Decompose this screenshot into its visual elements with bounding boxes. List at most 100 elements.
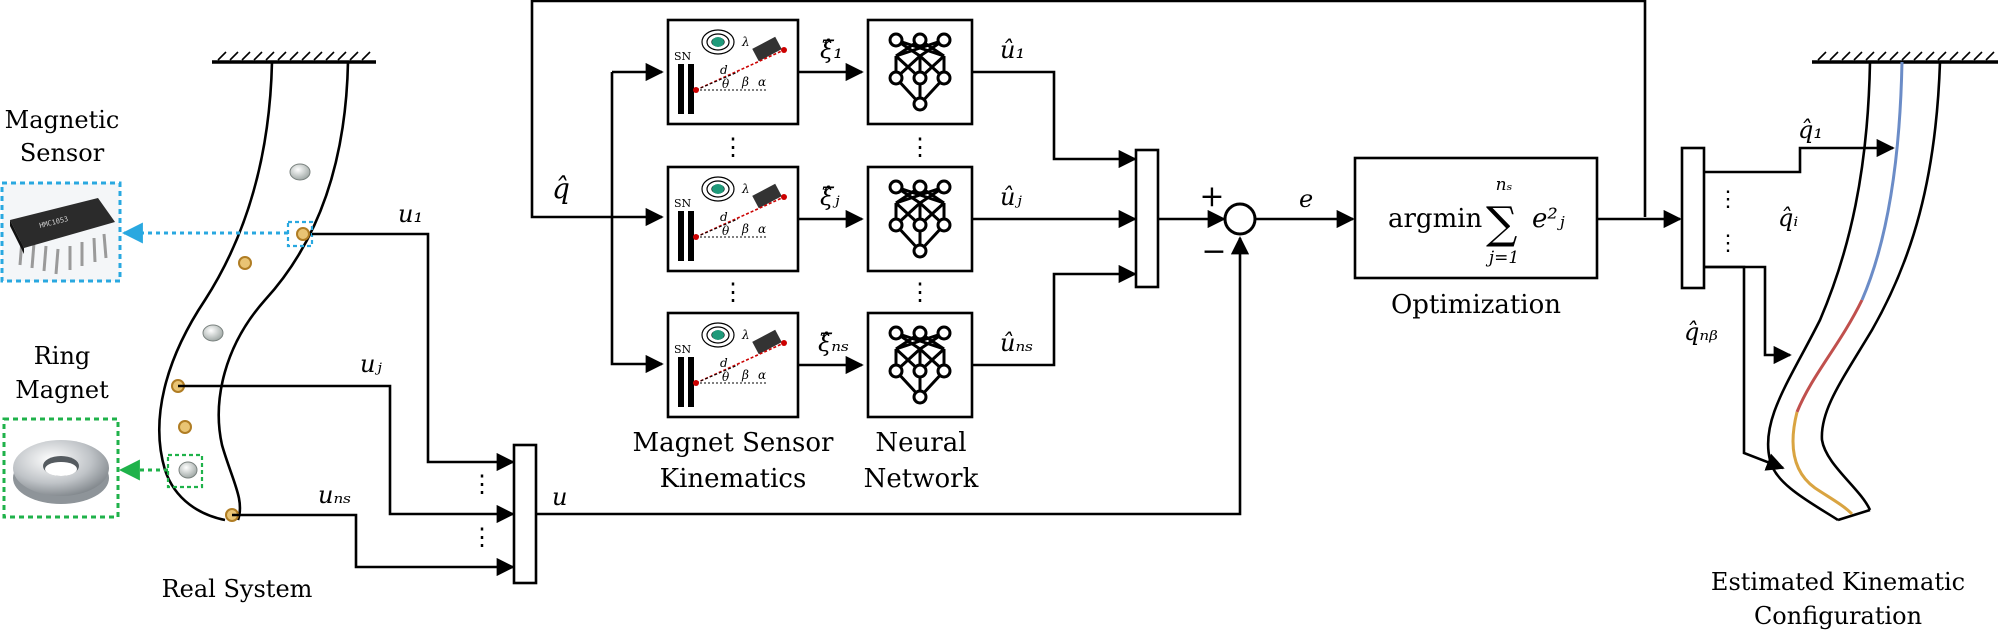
sum-upper-bound: nₛ [1496, 175, 1513, 195]
real-system: HMC1053 Magnetic Sensor Ring Magnet Real… [0, 51, 376, 603]
signal-e: e [1299, 185, 1313, 213]
svg-text:d: d [720, 63, 728, 77]
signal-uhatns: ûₙₛ [1000, 329, 1033, 357]
summing-junction [1223, 202, 1257, 236]
sum-symbol: ∑ [1486, 198, 1517, 249]
svg-text:α: α [758, 222, 766, 236]
svg-text:λ: λ [741, 35, 750, 49]
sensor-kinematics-blocks: SN d θ β α λ SN [633, 18, 835, 494]
magnetic-sensor-label-line2: Sensor [20, 139, 105, 167]
kinematics-label-line1: Magnet Sensor [633, 428, 835, 458]
dots-out-2: ⋮ [1717, 231, 1739, 256]
estimated-configuration-label-line1: Estimated Kinematic [1711, 568, 1965, 596]
dots-out-1: ⋮ [1717, 187, 1739, 212]
ceiling-mount-left [212, 51, 376, 64]
signal-q-hat: q̂ [552, 172, 570, 205]
dots-nn-2: ⋮ [908, 278, 932, 306]
svg-text:d: d [720, 356, 728, 370]
sum-plus: + [1199, 179, 1224, 214]
sensor-chip-icon [752, 329, 782, 355]
segment-3-curve [1791, 411, 1854, 516]
magnetic-sensor-label-line1: Magnetic [5, 106, 120, 134]
uhat-wires: û₁ ûⱼ ûₙₛ [972, 36, 1137, 367]
neural-network-block-1 [866, 18, 974, 126]
ring-magnet-label-line1: Ring [34, 342, 91, 370]
svg-text:α: α [758, 368, 766, 382]
estimated-configuration-label-line2: Configuration [1754, 602, 1922, 630]
signal-xij: ξ̂ⱼ [820, 183, 840, 211]
segment-2-curve [1795, 299, 1864, 413]
estimated-configuration: Estimated Kinematic Configuration [1711, 51, 1998, 630]
sensor-bead-icon [178, 461, 198, 479]
neural-network-icon [888, 325, 952, 405]
continuum-robot-left-edge [158, 61, 274, 522]
argmin-text: argmin [1388, 204, 1483, 234]
ring-magnet-icon [238, 256, 252, 270]
sum-term: e²ⱼ [1532, 204, 1565, 234]
signal-uhat1: û₁ [1000, 36, 1025, 64]
optimization-block: argmin ∑ nₛ j=1 e²ⱼ Optimization [1353, 156, 1599, 320]
ring-magnet-icon [296, 227, 310, 241]
svg-text:SN: SN [674, 197, 692, 210]
svg-text:β: β [741, 75, 749, 89]
ceiling-mount-right [1812, 51, 1998, 64]
signal-u: u [552, 483, 567, 511]
svg-text:d: d [720, 210, 728, 224]
measurement-wires: u₁ uⱼ uₙₛ ⋮ ⋮ [178, 200, 515, 577]
estimated-robot-left-edge [1766, 61, 1872, 522]
signal-xi1: ξ̂₁ [820, 36, 843, 64]
measurement-mux [512, 443, 538, 585]
signal-uhatj: ûⱼ [1000, 183, 1022, 211]
dots-meas-2: ⋮ [470, 523, 494, 551]
ring-magnet-picture [2, 417, 120, 519]
signal-q1: q̂₁ [1798, 116, 1823, 144]
estimate-mux [1134, 148, 1160, 289]
neural-network-icon [888, 32, 952, 112]
xi-wires: ξ̂₁ ξ̂ⱼ ξ̂ₙₛ [798, 36, 864, 375]
u-signal-wire [536, 236, 1250, 516]
sensor-chip-icon [752, 183, 782, 209]
dots-nn-1: ⋮ [908, 133, 932, 161]
optimization-label: Optimization [1391, 290, 1561, 320]
real-system-label: Real System [162, 575, 313, 603]
ring-magnets [171, 227, 310, 522]
continuum-robot-right-edge [217, 61, 350, 521]
signal-uns: uₙₛ [318, 481, 351, 509]
sensor-bead-icon [202, 324, 224, 342]
svg-text:λ: λ [741, 328, 750, 342]
signal-qi: q̂ᵢ [1778, 204, 1798, 232]
signal-qnb: q̂ₙᵦ [1684, 318, 1718, 346]
feedback-loop: q̂ [530, 0, 1647, 374]
sensor-kinematics-block-j: SN d θ β α λ [666, 165, 800, 273]
svg-text:θ: θ [722, 224, 730, 238]
sensor-bead-icon [289, 163, 311, 181]
estimated-robot-right-edge [1820, 61, 1942, 511]
svg-text:λ: λ [741, 182, 750, 196]
neural-network-blocks: ⋮ ⋮ Neural Network [864, 18, 979, 494]
nn-label-line1: Neural [875, 428, 966, 458]
magnetic-sensor-picture: HMC1053 [0, 181, 122, 283]
svg-text:β: β [741, 368, 749, 382]
dots-meas-1: ⋮ [470, 470, 494, 498]
svg-text:β: β [741, 222, 749, 236]
dots-kin-2: ⋮ [721, 278, 745, 306]
sensor-kinematics-block-1: SN d θ β α λ [666, 18, 800, 126]
sensor-chip-icon [752, 36, 782, 62]
dots-kin-1: ⋮ [721, 133, 745, 161]
sum-minus: − [1201, 234, 1226, 269]
sensor-kinematics-block-ns: SN d θ β α λ [666, 311, 800, 419]
svg-text:α: α [758, 75, 766, 89]
neural-network-block-ns [866, 311, 974, 419]
ring-magnet-icon [178, 420, 192, 434]
sensor-beads [178, 163, 311, 479]
svg-text:SN: SN [674, 343, 692, 356]
kinematics-label-line2: Kinematics [660, 464, 807, 494]
nn-label-line2: Network [864, 464, 979, 494]
sum-lower-bound: j=1 [1485, 248, 1519, 268]
output-demux [1680, 146, 1706, 290]
svg-text:SN: SN [674, 50, 692, 63]
signal-u1: u₁ [398, 200, 423, 228]
segment-1-curve [1860, 61, 1904, 301]
estimated-robot-tip [1837, 508, 1871, 522]
